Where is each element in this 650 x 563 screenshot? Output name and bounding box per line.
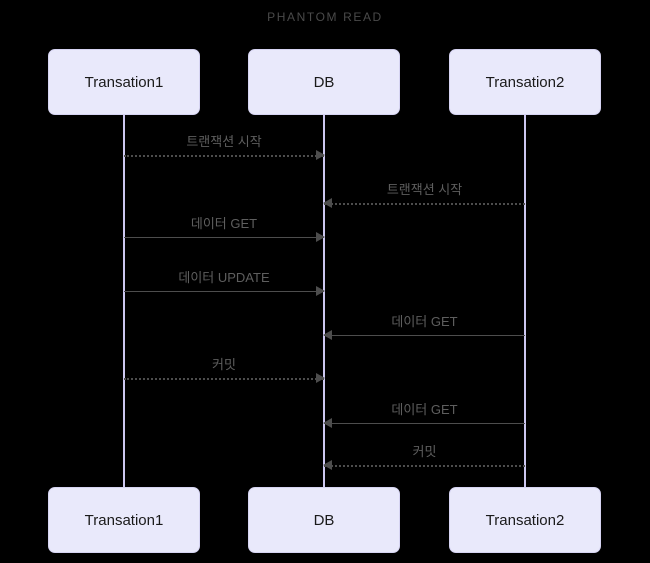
- lifeline-db: [323, 115, 325, 487]
- message-label: 트랜잭션 시작: [186, 134, 262, 149]
- lifeline-t1: [123, 115, 125, 487]
- participant-label: Transation1: [84, 73, 164, 91]
- message-label: 커밋: [412, 444, 437, 459]
- participant-box-bottom-db[interactable]: DB: [248, 487, 400, 553]
- message-line: [124, 291, 324, 292]
- message-line: [324, 423, 525, 424]
- participant-box-top-t2[interactable]: Transation2: [449, 49, 601, 115]
- participant-box-top-db[interactable]: DB: [248, 49, 400, 115]
- message-label: 데이터 GET: [391, 402, 458, 417]
- page-title: PHANTOM READ: [267, 10, 383, 24]
- participant-box-bottom-t1[interactable]: Transation1: [48, 487, 200, 553]
- message-line: [324, 203, 525, 205]
- arrowhead-left-icon: [323, 198, 332, 208]
- arrowhead-left-icon: [323, 460, 332, 470]
- message-label: 데이터 UPDATE: [178, 270, 270, 285]
- participant-label: Transation2: [485, 511, 565, 529]
- participant-box-top-t1[interactable]: Transation1: [48, 49, 200, 115]
- arrowhead-right-icon: [316, 232, 325, 242]
- arrowhead-right-icon: [316, 150, 325, 160]
- message-line: [124, 155, 324, 157]
- message-line: [124, 378, 324, 380]
- message-label: 데이터 GET: [391, 314, 458, 329]
- arrowhead-left-icon: [323, 418, 332, 428]
- participant-box-bottom-t2[interactable]: Transation2: [449, 487, 601, 553]
- message-label: 트랜잭션 시작: [386, 182, 463, 197]
- participant-label: Transation2: [485, 73, 565, 91]
- message-line: [324, 335, 525, 336]
- arrowhead-right-icon: [316, 286, 325, 296]
- participant-label: Transation1: [84, 511, 164, 529]
- participant-label: DB: [313, 511, 335, 529]
- arrowhead-left-icon: [323, 330, 332, 340]
- message-label: 커밋: [212, 357, 236, 372]
- message-line: [324, 465, 525, 467]
- lifeline-t2: [524, 115, 526, 487]
- participant-label: DB: [313, 73, 335, 91]
- arrowhead-right-icon: [316, 373, 325, 383]
- message-label: 데이터 GET: [190, 216, 258, 231]
- message-line: [124, 237, 324, 238]
